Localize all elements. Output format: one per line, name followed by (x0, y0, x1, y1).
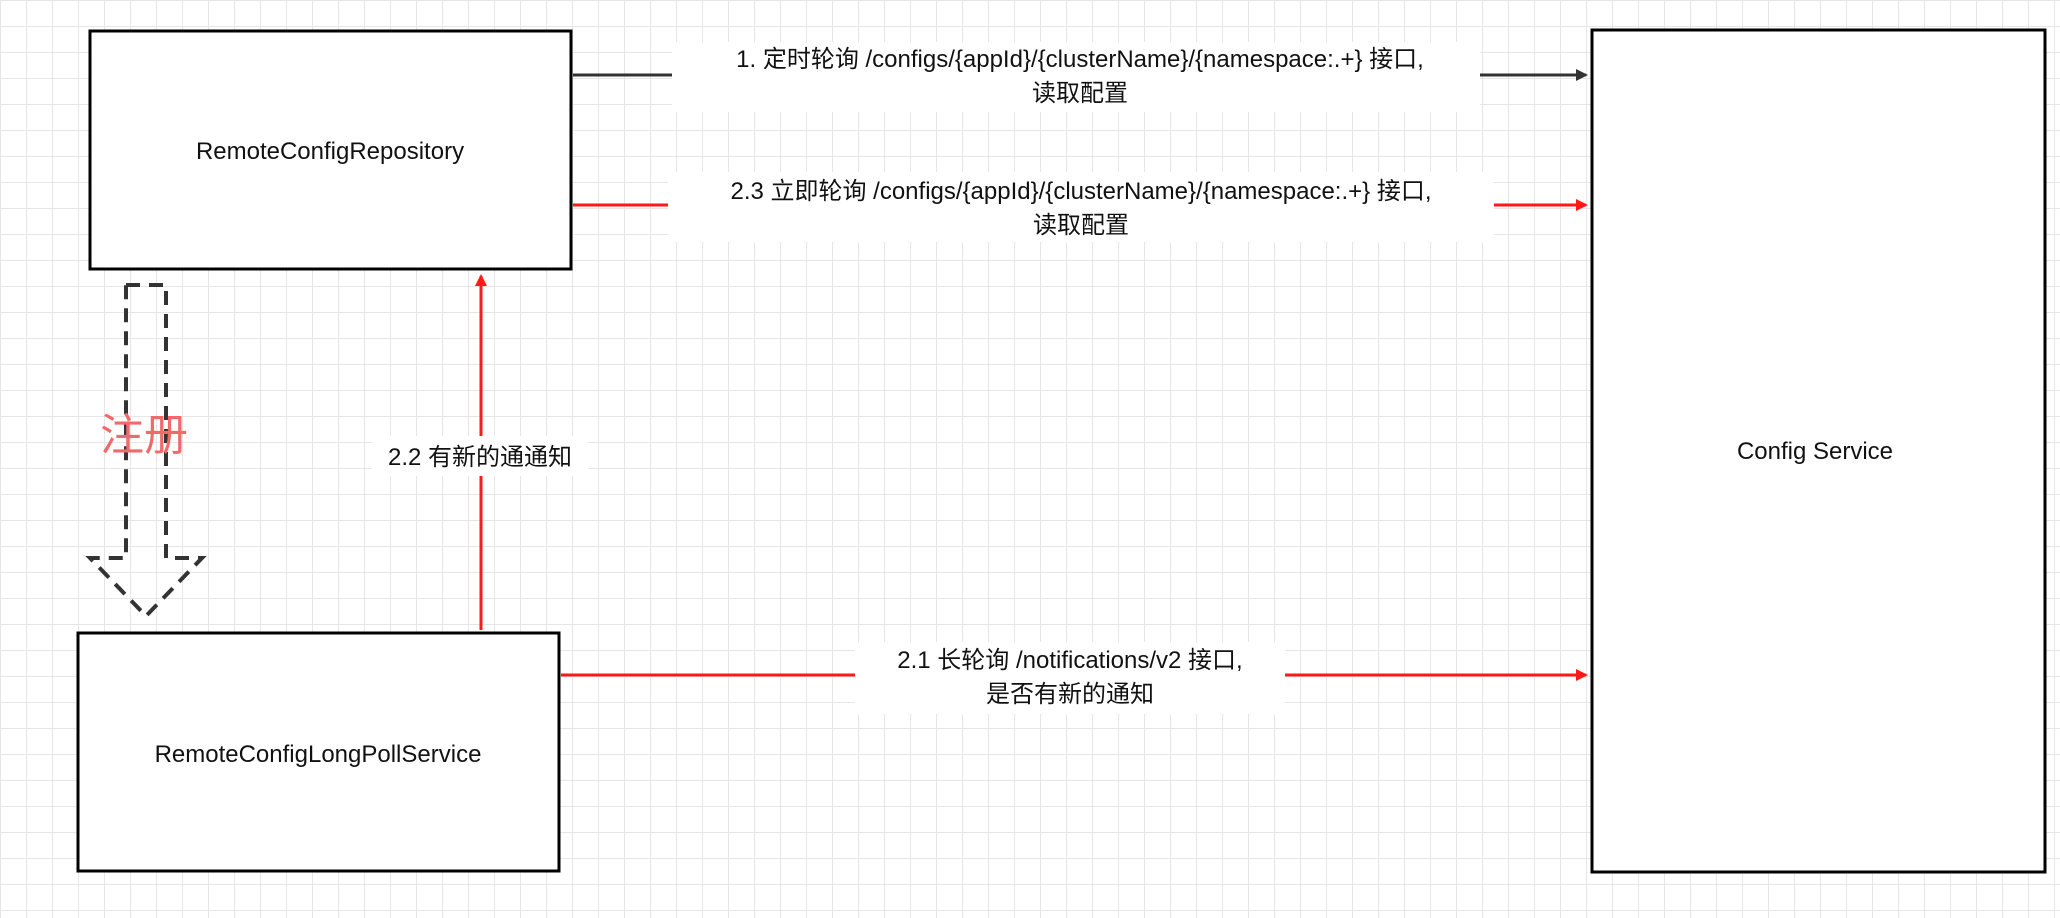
register-label: 注册 (100, 411, 188, 460)
remote-config-repository-label: RemoteConfigRepository (196, 138, 464, 165)
register-arrow: 注册 (85, 283, 207, 619)
long-poll-label-line2: 是否有新的通知 (986, 681, 1154, 708)
edge-long-poll: 2.1 长轮询 /notifications/v2 接口, 是否有新的通知 (561, 642, 1588, 714)
long-poll-label-line1: 2.1 长轮询 /notifications/v2 接口, (897, 647, 1242, 674)
edge-new-notification: 2.2 有新的通通知 (372, 274, 588, 630)
long-poll-service-label: RemoteConfigLongPollService (155, 741, 482, 768)
config-service-label: Config Service (1737, 438, 1893, 465)
node-config-service: Config Service (1590, 28, 2047, 874)
immediate-poll-label-line1: 2.3 立即轮询 /configs/{appId}/{clusterName}/… (730, 178, 1431, 205)
node-remote-config-repository: RemoteConfigRepository (88, 29, 573, 271)
scheduled-poll-label-line2: 读取配置 (1032, 80, 1128, 107)
edge-immediate-poll: 2.3 立即轮询 /configs/{appId}/{clusterName}/… (573, 172, 1588, 242)
new-notification-label: 2.2 有新的通通知 (388, 444, 572, 471)
node-long-poll-service: RemoteConfigLongPollService (76, 631, 561, 873)
edge-scheduled-poll: 1. 定时轮询 /configs/{appId}/{clusterName}/{… (573, 42, 1588, 112)
immediate-poll-label-line2: 读取配置 (1033, 212, 1129, 239)
scheduled-poll-label-line1: 1. 定时轮询 /configs/{appId}/{clusterName}/{… (736, 46, 1424, 73)
